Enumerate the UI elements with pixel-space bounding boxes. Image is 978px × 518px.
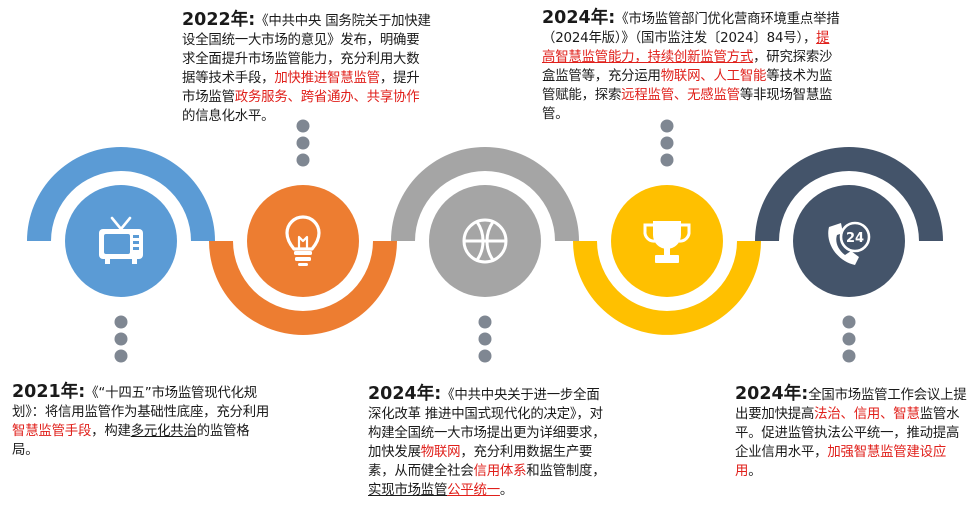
- connector-dot: [478, 332, 492, 346]
- highlight-text: 加快推进智慧监管: [274, 71, 380, 86]
- lightbulb-icon: [285, 215, 321, 266]
- milestone-2024-reform-decision: 2024年:《中共中央关于进一步全面深化改革 推进中国式现代化的决定》，对构建全…: [368, 385, 606, 500]
- arc-stage-5: [755, 147, 943, 241]
- phone-24-icon: 24: [828, 221, 871, 265]
- body-text: 全国市场监管工作会议上提出要加快提高: [735, 388, 967, 422]
- milestone-year: 2022年:: [182, 10, 256, 30]
- arc-stage-2: [209, 241, 397, 335]
- milestone-year: 2024年:: [735, 384, 809, 404]
- body-text: 《市场监管部门优化营商环境重点举措（2024年版）》（国市监注发〔2024〕84…: [542, 12, 840, 46]
- milestone-year: 2024年:: [542, 8, 616, 28]
- arc-stage-3: [391, 147, 579, 241]
- connector-dot: [114, 332, 128, 346]
- highlight-text: 物联网、人工智能: [660, 69, 767, 84]
- tv-icon: [99, 216, 143, 264]
- body-text: ，构建: [91, 424, 131, 439]
- body-text: ，充分利用数据生产要素，从而健全社会: [368, 445, 593, 479]
- connector-dot: [660, 153, 674, 167]
- body-text: 的信息化水平。: [182, 109, 275, 124]
- milestone-2024-work-conference: 2024年:全国市场监管工作会议上提出要加快提高法治、信用、智慧监管水平。促进监…: [735, 385, 967, 481]
- connector-dot: [114, 349, 128, 363]
- body-text: 。: [499, 483, 514, 498]
- trophy-icon: [643, 221, 691, 263]
- body-text: 等非现场智慧监管。: [542, 88, 833, 122]
- highlight-text: 加强智慧监管建设应用: [735, 445, 947, 479]
- highlight-text: 政务服务、跨省通办、共享协作: [234, 90, 420, 105]
- connector-dot: [660, 136, 674, 150]
- connector-dot: [296, 119, 310, 133]
- body-text: 和监管制度，: [526, 464, 606, 479]
- highlight-text: 提高智慧监管能力，持续创新监管方式: [542, 31, 830, 65]
- body-text: 《中共中央关于进一步全面深化改革 推进中国式现代化的决定》，对构建全国统一大市场…: [368, 388, 606, 460]
- body-text: 等技术为监管赋能，探索: [542, 69, 833, 103]
- highlight-text: 公平统一: [447, 483, 500, 498]
- arc-stage-1: [27, 147, 215, 241]
- connector-dot: [296, 136, 310, 150]
- body-text: ，提升市场监管: [182, 71, 420, 105]
- highlight-text: 多元化共治: [130, 424, 197, 439]
- highlight-text: 智慧监管手段: [12, 424, 92, 439]
- body-text: 《中共中央 国务院关于加快建设全国统一大市场的意见》发布，明确要求全面提升市场监…: [182, 14, 431, 86]
- highlight-text: 物联网: [420, 445, 461, 460]
- milestone-2021: 2021年:《“十四五”市场监管现代化规划》：将信用监管作为基础性底座，充分利用…: [12, 383, 274, 460]
- basketball-icon: [462, 218, 508, 264]
- milestone-2022: 2022年:《中共中央 国务院关于加快建设全国统一大市场的意见》发布，明确要求全…: [182, 11, 432, 126]
- connector-dot: [114, 315, 128, 329]
- milestone-year: 2021年:: [12, 382, 86, 402]
- highlight-text: 远程监管、无感监管: [621, 88, 740, 103]
- highlight-text: 法治、信用、智慧: [814, 407, 920, 422]
- connector-dot: [478, 315, 492, 329]
- body-text: 。: [748, 464, 762, 479]
- milestone-year: 2024年:: [368, 384, 442, 404]
- connector-dot: [478, 349, 492, 363]
- body-text: ，研究探索沙盒监管等，充分运用: [542, 50, 833, 84]
- highlight-text: 实现市场监管: [368, 483, 448, 498]
- connector-dot: [296, 153, 310, 167]
- highlight-text: 信用体系: [473, 464, 527, 479]
- connector-dot: [842, 315, 856, 329]
- connector-dot: [660, 119, 674, 133]
- connector-dot: [842, 349, 856, 363]
- stage-circle-5: [793, 185, 905, 297]
- arc-stage-4: [573, 241, 761, 335]
- milestone-2024-business-environment: 2024年:《市场监管部门优化营商环境重点举措（2024年版）》（国市监注发〔2…: [542, 9, 840, 124]
- body-text: 的监管格局。: [12, 424, 250, 458]
- connector-dot: [842, 332, 856, 346]
- body-text: 《“十四五”市场监管现代化规划》：将信用监管作为基础性底座，充分利用: [12, 386, 270, 420]
- icon-glyph-24: 24: [846, 231, 864, 246]
- body-text: 监管水平。促进监管执法公平统一，推动提高企业信用水平，: [735, 407, 960, 460]
